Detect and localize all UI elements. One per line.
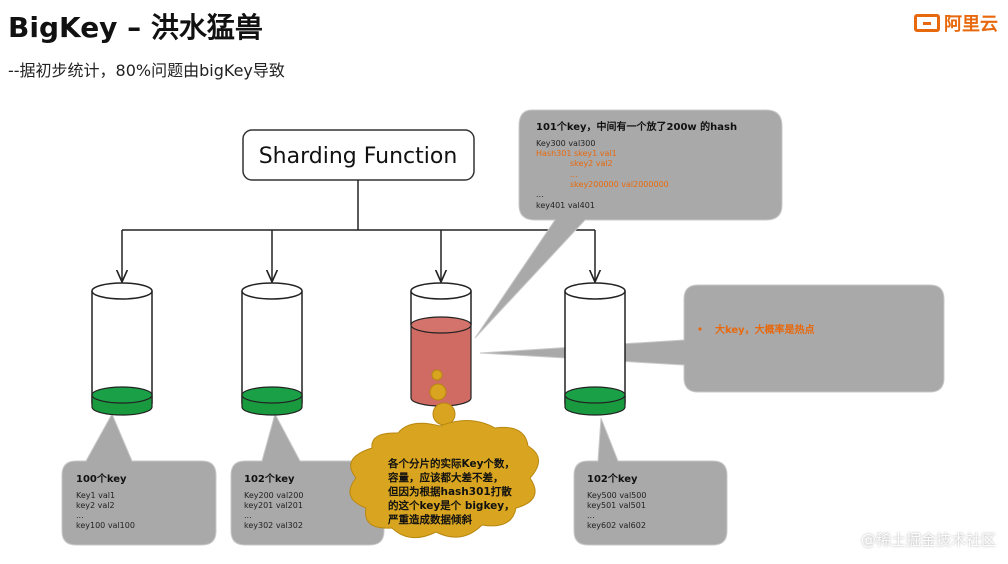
shard-4-title: 102个key: [587, 472, 638, 485]
sharding-function-node: Sharding Function: [242, 129, 475, 181]
shard-2-callout: 102个key Key200 val200 key201 val201 ... …: [230, 412, 385, 546]
shard-cylinder-2: [241, 282, 303, 416]
watermark-text: @稀土掘金技术社区: [860, 531, 996, 549]
shard-4-line-4: key602 val602: [587, 521, 646, 530]
shard-1-callout: 100个key Key1 val1 key2 val2 ... key100 v…: [61, 412, 217, 546]
thought-cloud: [349, 369, 539, 539]
hotkey-note: 大key，大概率是热点: [715, 323, 815, 336]
shard-2-line-3: ...: [244, 511, 252, 520]
shard-2-line-4: key302 val302: [244, 521, 303, 530]
shard-3-line-6: ...: [536, 190, 544, 199]
bullet-icon: [698, 327, 702, 331]
cloud-line-3: 但因为根据hash301打散: [387, 485, 512, 498]
aliyun-logo-icon: [914, 14, 940, 32]
cloud-text: 各个分片的实际Key个数， 容量，应该都大差不差， 但因为根据hash301打散…: [387, 457, 515, 526]
shard-3-line-4: ...: [570, 170, 578, 179]
cloud-line-4: 的这个key是个 bigkey，: [388, 499, 515, 512]
shard-2-line-1: Key200 val200: [244, 491, 303, 500]
hotkey-callout: 大key，大概率是热点: [479, 284, 945, 393]
watermark: @稀土掘金技术社区: [861, 529, 996, 550]
bigkey-callout: 101个key，中间有一个放了200w 的hash Key300 val300 …: [474, 109, 783, 339]
aliyun-logo: 阿里云: [914, 10, 998, 36]
connector-lines: [122, 180, 595, 282]
shard-1-line-3: ...: [76, 511, 84, 520]
shard-3-title: 101个key，中间有一个放了200w 的hash: [536, 120, 737, 133]
shard-2-title: 102个key: [244, 472, 295, 485]
shard-3-line-2: Hash301 skey1 val1: [536, 149, 617, 158]
shard-4-line-3: ...: [587, 511, 595, 520]
shard-cylinder-1: [91, 282, 153, 416]
shard-3-line-1: Key300 val300: [536, 139, 595, 148]
shard-4-line-1: Key500 val500: [587, 491, 646, 500]
logo-text: 阿里云: [944, 14, 998, 35]
shard-cylinder-4: [564, 282, 626, 416]
shard-3-line-3: skey2 val2: [570, 159, 613, 168]
shard-3-line-7: key401 val401: [536, 201, 595, 210]
shard-4-callout: 102个key Key500 val500 key501 val501 ... …: [573, 417, 728, 546]
cloud-line-2: 容量，应该都大差不差，: [387, 471, 504, 484]
shard-1-line-4: key100 val100: [76, 521, 135, 530]
shard-1-line-1: Key1 val1: [76, 491, 115, 500]
slide-title: BigKey – 洪水猛兽: [8, 11, 263, 44]
cloud-line-5: 严重造成数据倾斜: [387, 513, 472, 526]
shard-3-line-5: skey200000 val2000000: [570, 180, 669, 189]
sharding-function-label: Sharding Function: [259, 144, 458, 169]
cloud-line-1: 各个分片的实际Key个数，: [387, 457, 515, 470]
shard-2-line-2: key201 val201: [244, 501, 303, 510]
shard-1-title: 100个key: [76, 472, 127, 485]
shard-1-line-2: key2 val2: [76, 501, 115, 510]
shard-4-line-2: key501 val501: [587, 501, 646, 510]
slide-subtitle: --据初步统计，80%问题由bigKey导致: [8, 61, 285, 80]
shard-cylinder-3-bigkey: [410, 282, 472, 407]
